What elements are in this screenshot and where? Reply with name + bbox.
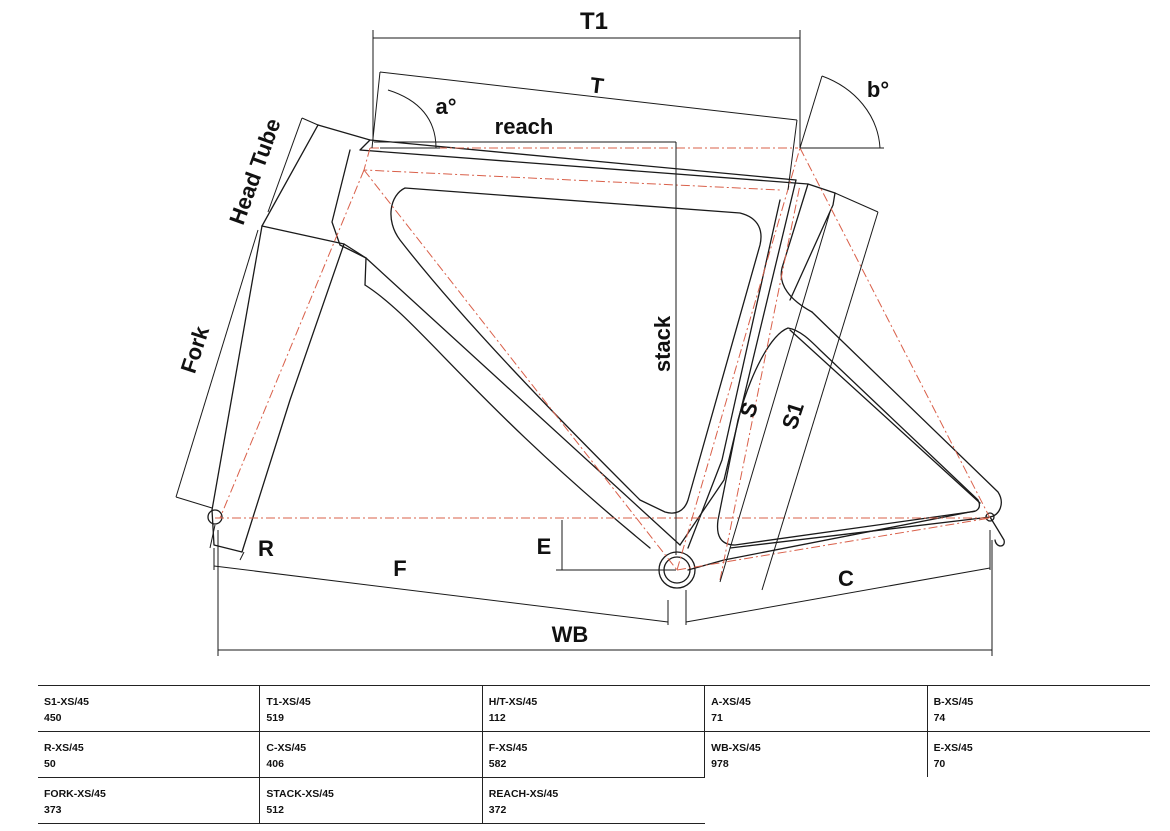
label-r: R — [258, 536, 274, 561]
spec-value: 406 — [266, 758, 284, 770]
spec-value: 373 — [44, 804, 62, 816]
spec-cell-c: C-XS/45 406 — [260, 732, 483, 777]
spec-row: S1-XS/45 450 T1-XS/45 519 H/T-XS/45 112 … — [38, 685, 1150, 731]
spec-name: T1-XS/45 — [266, 696, 311, 708]
frame-outline — [207, 124, 1005, 589]
label-f: F — [393, 556, 406, 581]
spec-name: H/T-XS/45 — [488, 696, 538, 708]
label-t1: T1 — [580, 8, 608, 35]
spec-cell-fork: FORK-XS/45 373 — [38, 778, 261, 823]
spec-cell-r: R-XS/45 50 — [38, 732, 261, 777]
spec-value: 512 — [266, 804, 284, 816]
spec-name: S1-XS/45 — [44, 696, 89, 708]
spec-cell-e: E-XS/45 70 — [928, 732, 1150, 777]
geometry-spec-table: S1-XS/45 450 T1-XS/45 519 H/T-XS/45 112 … — [38, 685, 1150, 824]
label-fork: Fork — [176, 322, 215, 376]
spec-name: A-XS/45 — [711, 696, 751, 708]
spec-name: REACH-XS/45 — [488, 788, 559, 800]
label-s1: S1 — [777, 399, 809, 432]
frame-centerlines — [215, 147, 991, 581]
spec-name: FORK-XS/45 — [44, 788, 106, 800]
spec-cell-t1: T1-XS/45 519 — [260, 686, 483, 731]
spec-name: B-XS/45 — [933, 696, 974, 708]
spec-cell-reach: REACH-XS/45 372 — [483, 778, 705, 823]
spec-row: FORK-XS/45 373 STACK-XS/45 512 REACH-XS/… — [38, 777, 706, 824]
spec-value: 372 — [488, 804, 507, 816]
spec-cell-wb: WB-XS/45 978 — [705, 732, 928, 777]
spec-cell-head-tube: H/T-XS/45 112 — [483, 686, 706, 731]
label-b-angle: b° — [867, 77, 889, 102]
spec-value: 519 — [266, 712, 284, 724]
label-head-tube: Head Tube — [224, 115, 285, 228]
spec-cell-s1: S1-XS/45 450 — [38, 686, 261, 731]
spec-value: 71 — [711, 712, 723, 724]
dimension-lines — [175, 30, 993, 656]
spec-name: E-XS/45 — [933, 742, 973, 754]
spec-value: 978 — [711, 758, 729, 770]
label-e: E — [537, 534, 552, 559]
spec-cell-a: A-XS/45 71 — [705, 686, 928, 731]
spec-cell-stack: STACK-XS/45 512 — [260, 778, 483, 823]
spec-value: 450 — [44, 712, 62, 724]
spec-name: C-XS/45 — [266, 742, 307, 754]
spec-value: 50 — [44, 758, 56, 770]
spec-name: WB-XS/45 — [711, 742, 761, 754]
spec-name: R-XS/45 — [44, 742, 84, 754]
label-t: T — [589, 72, 606, 99]
spec-name: STACK-XS/45 — [266, 788, 334, 800]
frame-geometry-diagram: T1 T a° b° reach Head Tube Fork stack S … — [175, 8, 1005, 656]
label-a-angle: a° — [435, 94, 456, 119]
spec-cell-b: B-XS/45 74 — [928, 686, 1150, 731]
dimension-labels: T1 T a° b° reach Head Tube Fork stack S … — [176, 8, 890, 647]
spec-name: F-XS/45 — [488, 742, 528, 754]
spec-value: 582 — [488, 758, 507, 770]
spec-value: 74 — [933, 712, 946, 724]
spec-row: R-XS/45 50 C-XS/45 406 F-XS/45 582 WB-XS… — [38, 731, 1150, 777]
spec-value: 70 — [933, 758, 946, 770]
label-wb: WB — [552, 622, 589, 647]
label-stack: stack — [650, 315, 675, 372]
spec-value: 112 — [488, 712, 506, 724]
label-reach: reach — [495, 114, 554, 139]
spec-cell-f: F-XS/45 582 — [483, 732, 706, 777]
label-c: C — [838, 566, 854, 591]
